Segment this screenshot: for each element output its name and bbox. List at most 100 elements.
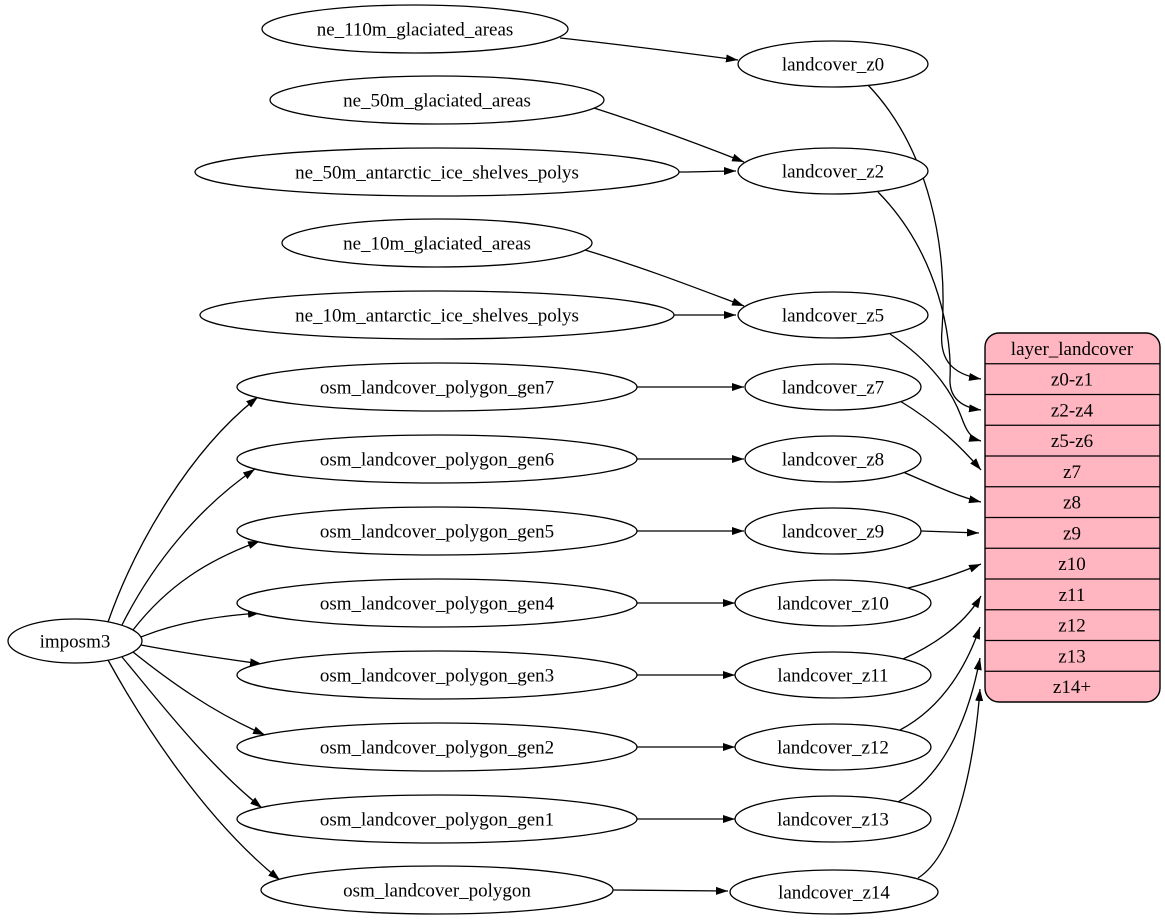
ne-50m-glaciated-areas-ellipse	[269, 75, 605, 125]
node-osm-landcover-polygon-gen1: osm_landcover_polygon_gen1	[236, 794, 638, 844]
table-row-z11: z11	[1059, 585, 1086, 606]
landcover-z0-label: landcover_z0	[782, 55, 884, 76]
node-landcover-z8: landcover_z8	[744, 435, 922, 483]
edge-polygon-to-landcover-z14	[612, 886, 729, 895]
osm-landcover-polygon-gen6-ellipse	[236, 434, 638, 484]
node-landcover-z11: landcover_z11	[734, 651, 932, 699]
osm-landcover-polygon-ellipse	[260, 865, 614, 915]
landcover-z10-label: landcover_z10	[777, 594, 889, 615]
node-landcover-z7: landcover_z7	[744, 363, 922, 411]
table-row-z10: z10	[1058, 554, 1085, 575]
ne-10m-antarctic-ice-shelves-polys-ellipse	[199, 290, 675, 340]
table-row-z0-z1: z0-z1	[1051, 370, 1093, 391]
edges	[107, 37, 984, 895]
landcover-z5-label: landcover_z5	[782, 306, 884, 327]
node-landcover-z14: landcover_z14	[729, 869, 939, 915]
osm-landcover-polygon-gen1-ellipse	[236, 794, 638, 844]
edge-imposm3-to-polygon	[107, 659, 281, 881]
edge-imposm3-to-gen3	[140, 644, 263, 667]
node-landcover-z5: landcover_z5	[737, 291, 929, 339]
node-osm-landcover-polygon: osm_landcover_polygon	[260, 865, 614, 915]
edge-landcover-z14-to-row-z14plus	[917, 688, 984, 879]
edge-landcover-z13-to-row-z13	[897, 657, 982, 803]
edge-landcover-z5-to-row-z5-z6	[889, 333, 982, 442]
node-osm-landcover-polygon-gen2: osm_landcover_polygon_gen2	[236, 722, 638, 772]
node-ne-110m-glaciated-areas: ne_110m_glaciated_areas	[261, 4, 569, 54]
edge-landcover-z11-to-row-z11	[902, 595, 982, 660]
node-landcover-z10: landcover_z10	[734, 579, 932, 627]
osm-landcover-polygon-gen3-ellipse	[236, 650, 638, 700]
landcover-z11-label: landcover_z11	[777, 666, 888, 687]
osm-landcover-polygon-gen4-label: osm_landcover_polygon_gen4	[320, 594, 555, 615]
ne-50m-antarctic-ice-shelves-polys-ellipse	[194, 147, 680, 197]
ne-50m-antarctic-ice-shelves-polys-label: ne_50m_antarctic_ice_shelves_polys	[295, 163, 579, 184]
osm-landcover-polygon-gen1-label: osm_landcover_polygon_gen1	[320, 810, 554, 831]
ne-110m-glaciated-areas-ellipse	[261, 4, 569, 54]
edge-imposm3-to-gen1	[121, 656, 263, 809]
landcover-z7-ellipse	[744, 363, 922, 411]
edge-landcover-z2-to-row-z2-z4	[877, 191, 982, 413]
landcover-z2-ellipse	[737, 147, 929, 195]
table-row-z9: z9	[1063, 524, 1081, 545]
landcover-z14-label: landcover_z14	[778, 883, 890, 904]
osm-landcover-polygon-gen2-label: osm_landcover_polygon_gen2	[320, 738, 554, 759]
osm-landcover-polygon-gen6-label: osm_landcover_polygon_gen6	[320, 450, 554, 471]
node-osm-landcover-polygon-gen4: osm_landcover_polygon_gen4	[236, 578, 638, 628]
landcover-z7-label: landcover_z7	[782, 378, 884, 399]
table-row-z12: z12	[1058, 616, 1085, 637]
landcover-z11-ellipse	[734, 651, 932, 699]
imposm3-label: imposm3	[40, 632, 111, 653]
edge-ne10m-glaciated-to-landcover-z5	[584, 249, 745, 307]
edge-landcover-z9-to-row-z9	[920, 528, 980, 537]
landcover-z0-ellipse	[737, 40, 929, 88]
edge-landcover-z8-to-row-z8	[902, 471, 982, 504]
ne-10m-antarctic-ice-shelves-polys-label: ne_10m_antarctic_ice_shelves_polys	[295, 306, 579, 327]
osm-landcover-polygon-label: osm_landcover_polygon	[343, 881, 531, 902]
node-osm-landcover-polygon-gen5: osm_landcover_polygon_gen5	[236, 506, 638, 556]
ne-10m-glaciated-areas-ellipse	[281, 218, 593, 268]
table-row-z2-z4: z2-z4	[1051, 401, 1094, 422]
landcover-z10-ellipse	[734, 579, 932, 627]
edge-landcover-z12-to-row-z12	[899, 626, 981, 731]
osm-landcover-polygon-gen4-ellipse	[236, 578, 638, 628]
node-landcover-z13: landcover_z13	[734, 795, 932, 843]
osm-landcover-polygon-gen3-label: osm_landcover_polygon_gen3	[320, 666, 554, 687]
table-row-z14plus: z14+	[1053, 677, 1091, 698]
node-osm-landcover-polygon-gen7: osm_landcover_polygon_gen7	[236, 362, 638, 412]
osm-landcover-polygon-gen5-ellipse	[236, 506, 638, 556]
table-row-z7: z7	[1063, 462, 1081, 483]
ne-110m-glaciated-areas-label: ne_110m_glaciated_areas	[317, 20, 514, 41]
node-ne-50m-antarctic-ice-shelves-polys: ne_50m_antarctic_ice_shelves_polys	[194, 147, 680, 197]
edge-ne50m-glaciated-to-landcover-z2	[593, 107, 745, 163]
node-landcover-z0: landcover_z0	[737, 40, 929, 88]
landcover-z13-ellipse	[734, 795, 932, 843]
osm-landcover-polygon-gen7-ellipse	[236, 362, 638, 412]
edge-imposm3-to-gen6	[121, 468, 256, 626]
osm-landcover-polygon-gen2-ellipse	[236, 722, 638, 772]
osm-landcover-polygon-gen5-label: osm_landcover_polygon_gen5	[320, 522, 554, 543]
table-row-z8: z8	[1063, 493, 1081, 514]
landcover-z8-ellipse	[744, 435, 922, 483]
landcover-z13-label: landcover_z13	[777, 810, 889, 831]
edge-ne50m-antarctic-to-landcover-z2	[678, 167, 737, 176]
node-landcover-z2: landcover_z2	[737, 147, 929, 195]
landcover-z9-ellipse	[744, 507, 922, 555]
ne-50m-glaciated-areas-label: ne_50m_glaciated_areas	[343, 91, 531, 112]
edge-landcover-z0-to-row-z0-z1	[867, 84, 982, 381]
imposm3-ellipse	[7, 618, 143, 664]
layer-landcover-table: layer_landcover z0-z1 z2-z4 z5-z6 z7 z8 …	[984, 332, 1161, 703]
table-row-z5-z6: z5-z6	[1051, 431, 1093, 452]
edge-landcover-z10-to-row-z10	[907, 563, 982, 589]
edge-landcover-z7-to-row-z7	[899, 400, 982, 471]
edge-imposm3-to-gen7	[107, 396, 259, 623]
node-landcover-z12: landcover_z12	[734, 723, 932, 771]
landcover-z9-label: landcover_z9	[782, 522, 884, 543]
osm-landcover-polygon-gen7-label: osm_landcover_polygon_gen7	[320, 378, 554, 399]
landcover-z2-label: landcover_z2	[782, 162, 884, 183]
table-row-z13: z13	[1058, 647, 1085, 668]
landcover-z5-ellipse	[737, 291, 929, 339]
ne-10m-glaciated-areas-label: ne_10m_glaciated_areas	[343, 234, 531, 255]
node-ne-50m-glaciated-areas: ne_50m_glaciated_areas	[269, 75, 605, 125]
